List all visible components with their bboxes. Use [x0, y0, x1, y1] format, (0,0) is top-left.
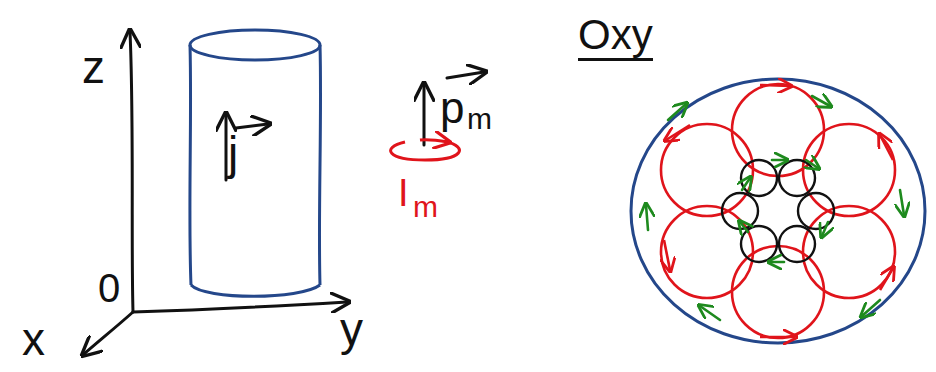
- cross-section: [631, 79, 925, 343]
- plane-title: Oxy: [578, 14, 653, 61]
- axes: [84, 32, 347, 354]
- moment-subscript: m: [467, 104, 492, 134]
- origin-label: 0: [98, 268, 120, 308]
- axis-label: x: [22, 316, 45, 362]
- current-subscript: m: [413, 192, 438, 222]
- moment-symbol: p: [440, 86, 464, 130]
- cylinder-outline: [190, 30, 321, 296]
- current-loop: [391, 140, 460, 160]
- axis-label: z: [82, 44, 105, 90]
- axis-label: y: [340, 306, 363, 352]
- cylinder-conductor: j: [190, 60, 320, 285]
- current-density-symbol: j: [228, 130, 238, 176]
- current-symbol: I: [398, 174, 409, 212]
- current-arrow: [226, 115, 268, 180]
